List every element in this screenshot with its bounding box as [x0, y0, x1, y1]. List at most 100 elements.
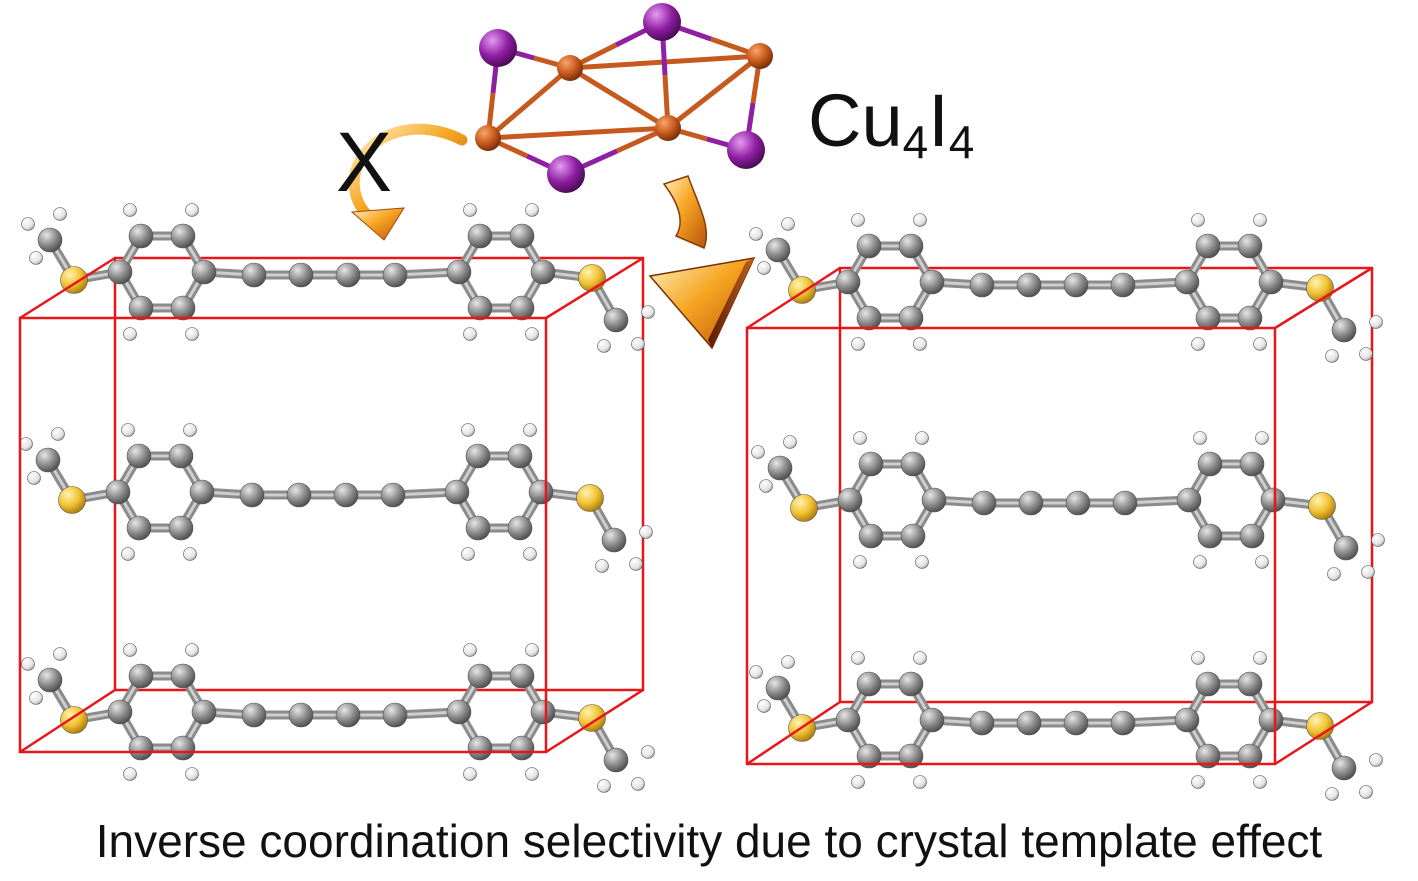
hydrogen-atom	[185, 643, 199, 657]
molecule-layers	[19, 203, 1385, 801]
hydrogen-atom	[915, 431, 929, 445]
carbon-atom	[1260, 487, 1286, 513]
carbon-atom	[465, 443, 491, 469]
carbon-atom	[767, 455, 793, 481]
carbon-atom	[380, 482, 406, 508]
carbon-atom	[444, 479, 470, 505]
hydrogen-atom	[1369, 315, 1383, 329]
hydrogen-atom	[1191, 651, 1205, 665]
hydrogen-atom	[913, 651, 927, 665]
hydrogen-atom	[185, 767, 199, 781]
hydrogen-atom	[1359, 785, 1373, 799]
hydrogen-atom	[123, 643, 137, 657]
carbon-atom	[128, 295, 154, 321]
carbon-atom	[601, 527, 627, 553]
hydrogen-atom	[21, 657, 35, 671]
carbon-atom	[382, 702, 408, 728]
hydrogen-atom	[1193, 555, 1207, 569]
carbon-atom	[465, 515, 491, 541]
cu-cu-bond	[568, 65, 670, 131]
hydrogen-atom	[1191, 337, 1205, 351]
cell-front-face	[745, 326, 1277, 766]
carbon-atom	[126, 515, 152, 541]
carbon-atom	[168, 515, 194, 541]
carbon-atom	[446, 699, 472, 725]
sulfur-atom	[58, 486, 86, 514]
copper-atom	[475, 125, 501, 151]
carbon-atom	[509, 295, 535, 321]
carbon-atom	[1237, 305, 1263, 331]
hydrogen-atom	[1193, 431, 1207, 445]
carbon-atom	[1112, 490, 1138, 516]
carbon-atom	[858, 451, 884, 477]
hydrogen-atom	[1327, 567, 1341, 581]
hydrogen-atom	[123, 203, 137, 217]
hydrogen-atom	[749, 665, 763, 679]
carbon-atom	[835, 707, 861, 733]
copper-atom	[655, 115, 681, 141]
hydrogen-atom	[913, 775, 927, 789]
cell-edge	[1274, 266, 1373, 330]
sulfur-atom	[1306, 274, 1334, 302]
hydrogen-atom	[851, 213, 865, 227]
carbon-atom	[168, 443, 194, 469]
hydrogen-atom	[1371, 533, 1385, 547]
hydrogen-atom	[183, 547, 197, 561]
hydrogen-atom	[631, 777, 645, 791]
hydrogen-atom	[463, 327, 477, 341]
carbon-atom	[1237, 743, 1263, 769]
hydrogen-atom	[851, 775, 865, 789]
hydrogen-atom	[185, 327, 199, 341]
iodine-atom	[479, 29, 517, 67]
carbon-atom	[898, 743, 924, 769]
hydrogen-atom	[1253, 337, 1267, 351]
hydrogen-atom	[525, 327, 539, 341]
cell-edge	[1274, 700, 1373, 766]
carbon-atom	[467, 735, 493, 761]
hydrogen-atom	[27, 471, 41, 485]
carbon-atom	[900, 451, 926, 477]
carbon-atom	[509, 223, 535, 249]
unit-cells	[113, 256, 1374, 704]
hydrogen-atom	[121, 423, 135, 437]
carbon-atom	[969, 710, 995, 736]
hydrogen-atom	[121, 547, 135, 561]
carbon-atom	[858, 523, 884, 549]
hydrogen-atom	[751, 445, 765, 459]
carbon-atom	[241, 262, 267, 288]
hydrogen-atom	[781, 217, 795, 231]
carbon-atom	[603, 747, 629, 773]
hydrogen-atom	[1253, 775, 1267, 789]
carbon-atom	[1016, 272, 1042, 298]
formula-i: I	[928, 79, 949, 162]
hydrogen-atom	[1191, 213, 1205, 227]
hydrogen-atom	[525, 643, 539, 657]
hydrogen-atom	[523, 423, 537, 437]
carbon-atom	[335, 702, 361, 728]
hydrogen-atom	[853, 555, 867, 569]
sulfur-atom	[578, 264, 606, 292]
carbon-atom	[288, 262, 314, 288]
carbon-atom	[1016, 710, 1042, 736]
molecule	[749, 213, 1383, 363]
blocked-mark: X	[336, 115, 393, 209]
carbon-atom	[835, 269, 861, 295]
carbon-atom	[919, 707, 945, 733]
formula-cu: Cu	[808, 79, 903, 162]
carbon-atom	[969, 272, 995, 298]
carbon-atom	[1176, 487, 1202, 513]
carbon-atom	[1237, 233, 1263, 259]
hydrogen-atom	[183, 423, 197, 437]
hydrogen-atom	[851, 651, 865, 665]
iodine-atom	[547, 155, 585, 193]
carbon-atom	[37, 227, 63, 253]
carbon-atom	[1197, 523, 1223, 549]
carbon-atom	[856, 743, 882, 769]
hydrogen-atom	[1325, 787, 1339, 801]
carbon-atom	[1195, 743, 1221, 769]
hydrogen-atom	[19, 437, 33, 451]
hydrogen-atom	[463, 203, 477, 217]
hydrogen-atom	[915, 555, 929, 569]
hydrogen-atom	[759, 479, 773, 493]
